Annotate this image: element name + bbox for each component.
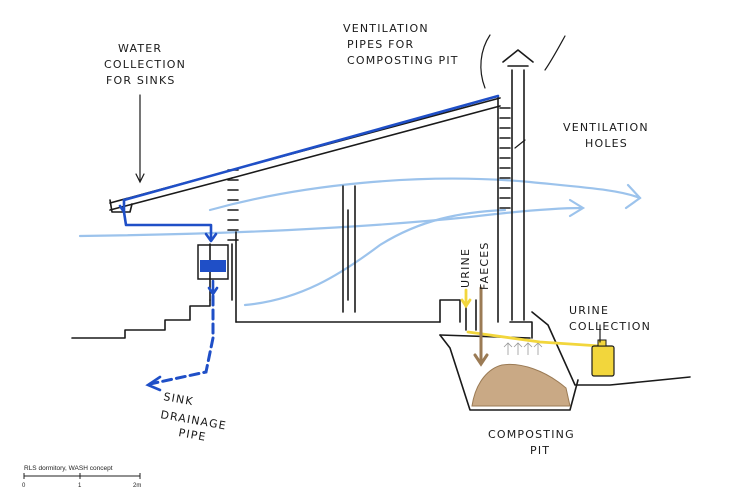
- scale-bar: 0 1 2m: [22, 473, 141, 489]
- water-tank: [197, 244, 229, 280]
- label-sink-drainage: SINK DRAINAGE PIPE: [159, 390, 227, 444]
- scale-tick-0: 0: [22, 483, 26, 489]
- scale-tick-2: 2m: [133, 483, 141, 489]
- label-faeces: FAECES: [478, 241, 491, 290]
- svg-text:HOLES: HOLES: [585, 137, 628, 150]
- svg-text:WATER: WATER: [118, 42, 162, 55]
- leader-lines: [135, 34, 601, 343]
- urine-flow: [460, 288, 602, 348]
- svg-text:VENTILATION: VENTILATION: [563, 121, 649, 134]
- urine-container: [591, 345, 615, 377]
- label-ventilation-pipes: VENTILATION PIPES FOR COMPOSTING PIT: [343, 22, 459, 67]
- water-collection-flow: [118, 94, 500, 296]
- scale-tick-1: 1: [78, 483, 82, 489]
- svg-text:PIPES FOR: PIPES FOR: [347, 38, 414, 51]
- label-ventilation-holes: VENTILATION HOLES: [563, 121, 649, 150]
- vapor-arrows: [503, 342, 543, 355]
- drawing-caption: RLS dormitory, WASH concept: [24, 465, 113, 472]
- label-urine-collection: URINE COLLECTION: [569, 304, 651, 333]
- sink-drainage-pipe: [148, 294, 215, 386]
- faeces-flow: [473, 286, 489, 367]
- svg-text:PIT: PIT: [530, 444, 550, 457]
- svg-text:COLLECTION: COLLECTION: [104, 58, 186, 71]
- label-composting-pit: COMPOSTING PIT: [488, 428, 575, 457]
- svg-text:SINK: SINK: [162, 390, 194, 408]
- label-urine: URINE: [459, 248, 472, 288]
- svg-text:FOR SINKS: FOR SINKS: [106, 74, 176, 87]
- svg-text:COMPOSTING PIT: COMPOSTING PIT: [347, 54, 459, 67]
- ventilation-holes-column: [499, 107, 511, 209]
- svg-text:COLLECTION: COLLECTION: [569, 320, 651, 333]
- svg-text:VENTILATION: VENTILATION: [343, 22, 429, 35]
- label-water-collection: WATER COLLECTION FOR SINKS: [104, 42, 186, 87]
- airflow-arrows: [78, 177, 642, 307]
- svg-text:PIPE: PIPE: [177, 426, 207, 444]
- svg-text:COMPOSTING: COMPOSTING: [488, 428, 575, 441]
- svg-text:URINE: URINE: [569, 304, 609, 317]
- compost-heap: [471, 363, 571, 407]
